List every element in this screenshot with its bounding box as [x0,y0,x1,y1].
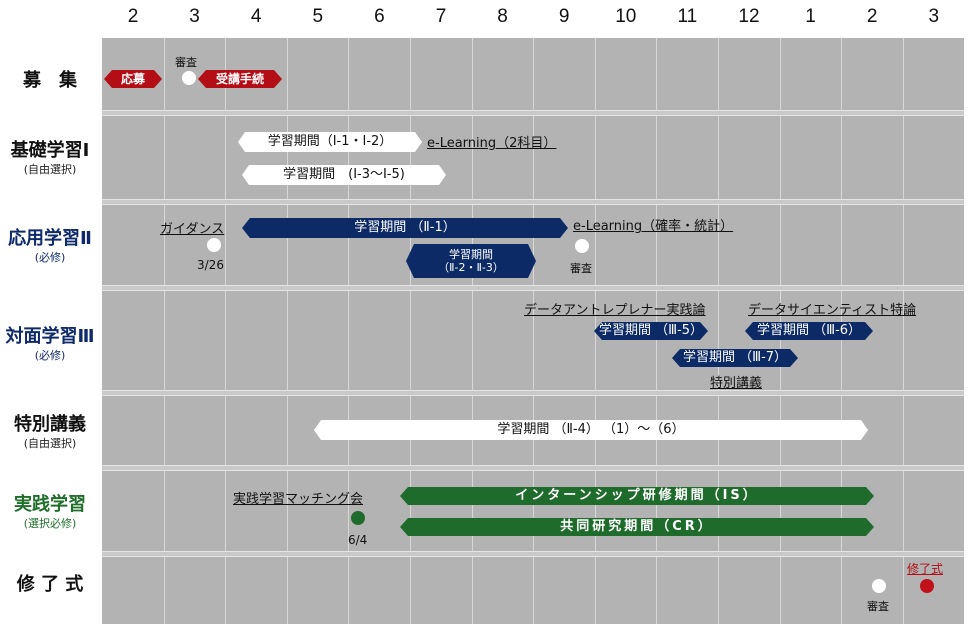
month-label: 12 [738,6,760,27]
row-title: 対面学習Ⅲ [5,326,95,347]
review-label: 審査 [867,600,889,613]
month-label: 7 [435,6,447,27]
month-divider [903,38,904,624]
row-divider [102,110,964,116]
month-label: 8 [497,6,508,27]
review-label: 審査 [570,262,592,275]
joint-research-bar: 共同研究期間（CR） [400,518,874,536]
row-title: 実践学習 [14,494,86,515]
row-divider [102,551,964,557]
apply-bar: 応募 [104,70,162,88]
row-label-recruit: 募 集 [0,70,100,92]
month-label: 10 [615,6,637,27]
basic-period1-bar: 学習期間（Ⅰ-1・Ⅰ-2） [238,132,422,152]
month-divider [533,38,534,624]
row-title: 修 了 式 [16,574,84,595]
row-divider [102,199,964,205]
row-title: 募 集 [23,70,77,91]
row-subtitle: (選択必修) [23,517,77,530]
month-label: 11 [677,6,698,27]
month-divider [164,38,165,624]
guidance-dot [207,238,221,252]
scientist-label: データサイエンティスト特論 [748,303,917,318]
row-label-special: 特別講義 (自由選択) [0,414,100,452]
review-label: 審査 [175,56,197,69]
month-label: 9 [558,6,570,27]
ceremony-label: 修了式 [907,562,944,576]
row-divider [102,390,964,396]
row-label-applied: 応用学習Ⅱ (必修) [0,228,100,266]
internship-bar: インターンシップ研修期間（IS） [400,487,874,505]
row-label-practice: 実践学習 (選択必修) [0,494,100,532]
month-label: 2 [866,6,878,27]
matching-label: 実践学習マッチング会 [233,492,364,507]
month-divider [410,38,411,624]
f-period7-bar: 学習期間 （Ⅲ-7） [672,349,798,367]
f-period5-bar: 学習期間 （Ⅲ-5） [594,322,708,340]
row-label-basic: 基礎学習Ⅰ (自由選択) [0,140,100,178]
applied-period2-bar: 学習期間 （Ⅱ-2・Ⅱ-3） [406,244,536,278]
applied-elearning-label: e-Learning（確率・統計） [573,219,734,234]
month-label: 3 [928,6,940,27]
applied-period2-line1: 学習期間 [449,248,493,261]
month-divider [287,38,288,624]
f-period6-bar: 学習期間 （Ⅲ-6） [745,322,873,340]
row-title: 特別講義 [14,414,86,435]
month-label: 5 [312,6,324,27]
row-label-graduation: 修 了 式 [0,574,100,596]
row-label-facetoface: 対面学習Ⅲ (必修) [0,326,100,364]
row-divider [102,285,964,291]
row-title: 応用学習Ⅱ [8,228,92,249]
ceremony-dot [920,579,934,593]
month-divider [348,38,349,624]
special-lecture-label: 特別講義 [710,376,763,391]
matching-date: 6/4 [348,533,368,547]
month-label: 6 [374,6,385,27]
review-dot [575,239,589,253]
row-subtitle: (自由選択) [23,437,77,450]
month-label: 1 [805,6,816,27]
guidance-date: 3/26 [197,258,224,272]
review-dot [182,71,196,85]
row-divider [102,465,964,471]
review-dot [872,579,886,593]
row-title: 基礎学習Ⅰ [10,140,90,161]
basic-period2-bar: 学習期間 (Ⅰ-3～Ⅰ-5) [242,165,446,185]
month-divider [472,38,473,624]
month-divider [225,38,226,624]
month-divider [718,38,719,624]
special-period-bar: 学習期間 （Ⅱ-4） （1）～（6） [314,420,868,440]
basic-elearning-label: e-Learning（2科目） [427,136,557,151]
month-label: 4 [250,6,262,27]
applied-period2-line2: （Ⅱ-2・Ⅱ-3） [438,261,504,274]
matching-dot [351,511,365,525]
applied-period1-bar: 学習期間 （Ⅱ-1） [242,218,568,238]
entrepreneur-label: データアントレプレナー実践論 [524,303,706,318]
month-label: 2 [127,6,139,27]
row-subtitle: (必修) [34,251,66,264]
month-label: 3 [189,6,200,27]
enroll-bar: 受講手続 [198,70,282,88]
guidance-label: ガイダンス [160,222,225,237]
row-subtitle: (自由選択) [23,163,77,176]
row-subtitle: (必修) [34,349,66,362]
